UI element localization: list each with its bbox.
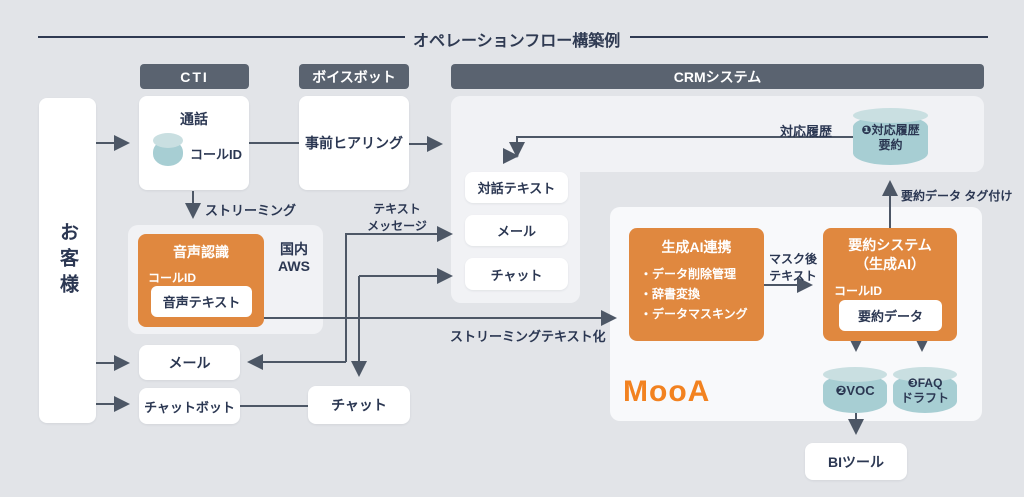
text-message-label: テキスト メッセージ [355, 200, 439, 234]
summary-call-id: コールID [834, 284, 883, 298]
speech-call-id: コールID [148, 271, 197, 285]
hearing-label: 事前ヒアリング [305, 135, 403, 151]
call-id-label: コールID [190, 147, 243, 162]
customer-box: お客様 [39, 98, 96, 423]
streaming-label: ストリーミング [205, 203, 297, 218]
voc-db-label: ❷VOC [835, 383, 875, 398]
chat-box: チャット [308, 386, 410, 424]
history-db-line1: ❶対応履歴 [861, 123, 920, 137]
text-message-line1: テキスト [373, 202, 421, 216]
history-db-text: ❶対応履歴 要約 [853, 115, 928, 153]
call-id-db-icon [153, 133, 183, 166]
summary-system-box: 要約システム （生成AI） コールID 要約データ [823, 228, 957, 341]
header-crm-system: CRMシステム [451, 64, 984, 89]
customer-label: お客様 [57, 221, 78, 300]
history-db-line2: 要約 [878, 138, 903, 152]
dialog-text-label: 対話テキスト [477, 181, 556, 196]
masked-line2: テキスト [769, 269, 817, 283]
title-rule-right [630, 36, 988, 38]
mail-box: メール [139, 345, 240, 380]
crm-chat-box: チャット [465, 258, 568, 290]
summary-title-line2: （生成AI） [855, 256, 925, 272]
text-message-line2: メッセージ [367, 219, 427, 233]
hearing-box: 事前ヒアリング [299, 96, 409, 190]
chat-label: チャット [331, 397, 387, 413]
region-line1: 国内 [280, 241, 308, 257]
header-cti: CTI [140, 64, 249, 89]
genai-bullet-2: ・辞書変換 [640, 287, 701, 301]
chatbot-box: チャットボット [139, 388, 240, 424]
bi-tool-label: BIツール [828, 453, 884, 470]
header-voicebot: ボイスボット [299, 64, 409, 89]
masked-line1: マスク後 [768, 252, 817, 266]
title-rule-left [38, 36, 405, 38]
voc-db-icon: ❷VOC [823, 367, 887, 413]
crm-mail-label: メール [496, 224, 536, 239]
tagging-label: 要約データ タグ付け [901, 189, 1013, 203]
history-label: 対応履歴 [780, 124, 833, 139]
call-title: 通話 [180, 111, 208, 127]
region-line2: AWS [278, 258, 310, 274]
mooa-logo: MooA [623, 375, 711, 408]
call-box: 通話 コールID [139, 96, 249, 190]
genai-bullet-1: ・データ削除管理 [640, 267, 737, 281]
page-title: オペレーションフロー構築例 [413, 33, 621, 50]
crm-chat-label: チャット [490, 267, 543, 283]
faq-db-icon: ❸FAQ ドラフト [893, 367, 957, 413]
genai-bullets: ・データ削除管理 ・辞書変換 ・データマスキング [640, 264, 748, 324]
history-summary-db-icon: ❶対応履歴 要約 [853, 108, 928, 165]
masked-text-label: マスク後 テキスト [765, 250, 821, 284]
mail-label: メール [168, 354, 211, 371]
bi-tool-box: BIツール [805, 443, 907, 480]
domestic-aws-label: 国内 AWS [266, 241, 322, 275]
speech-text-box: 音声テキスト [151, 286, 252, 317]
crm-mail-box: メール [465, 215, 568, 246]
genai-box: 生成AI連携 ・データ削除管理 ・辞書変換 ・データマスキング [629, 228, 764, 341]
summary-title-line1: 要約システム [848, 237, 932, 253]
faq-db-line2: ドラフト [900, 391, 949, 405]
faq-db-line1: ❸FAQ [907, 376, 943, 390]
genai-title: 生成AI連携 [661, 239, 732, 255]
streaming-text-label: ストリーミングテキスト化 [450, 329, 606, 344]
faq-db-text: ❸FAQ ドラフト [893, 374, 957, 406]
speech-title: 音声認識 [173, 244, 229, 260]
dialog-text-box: 対話テキスト [465, 172, 568, 203]
speech-recognition-box: 音声認識 コールID 音声テキスト [138, 234, 264, 327]
chatbot-label: チャットボット [144, 399, 235, 415]
summary-data-box: 要約データ [839, 300, 942, 331]
genai-bullet-3: ・データマスキング [640, 307, 748, 321]
